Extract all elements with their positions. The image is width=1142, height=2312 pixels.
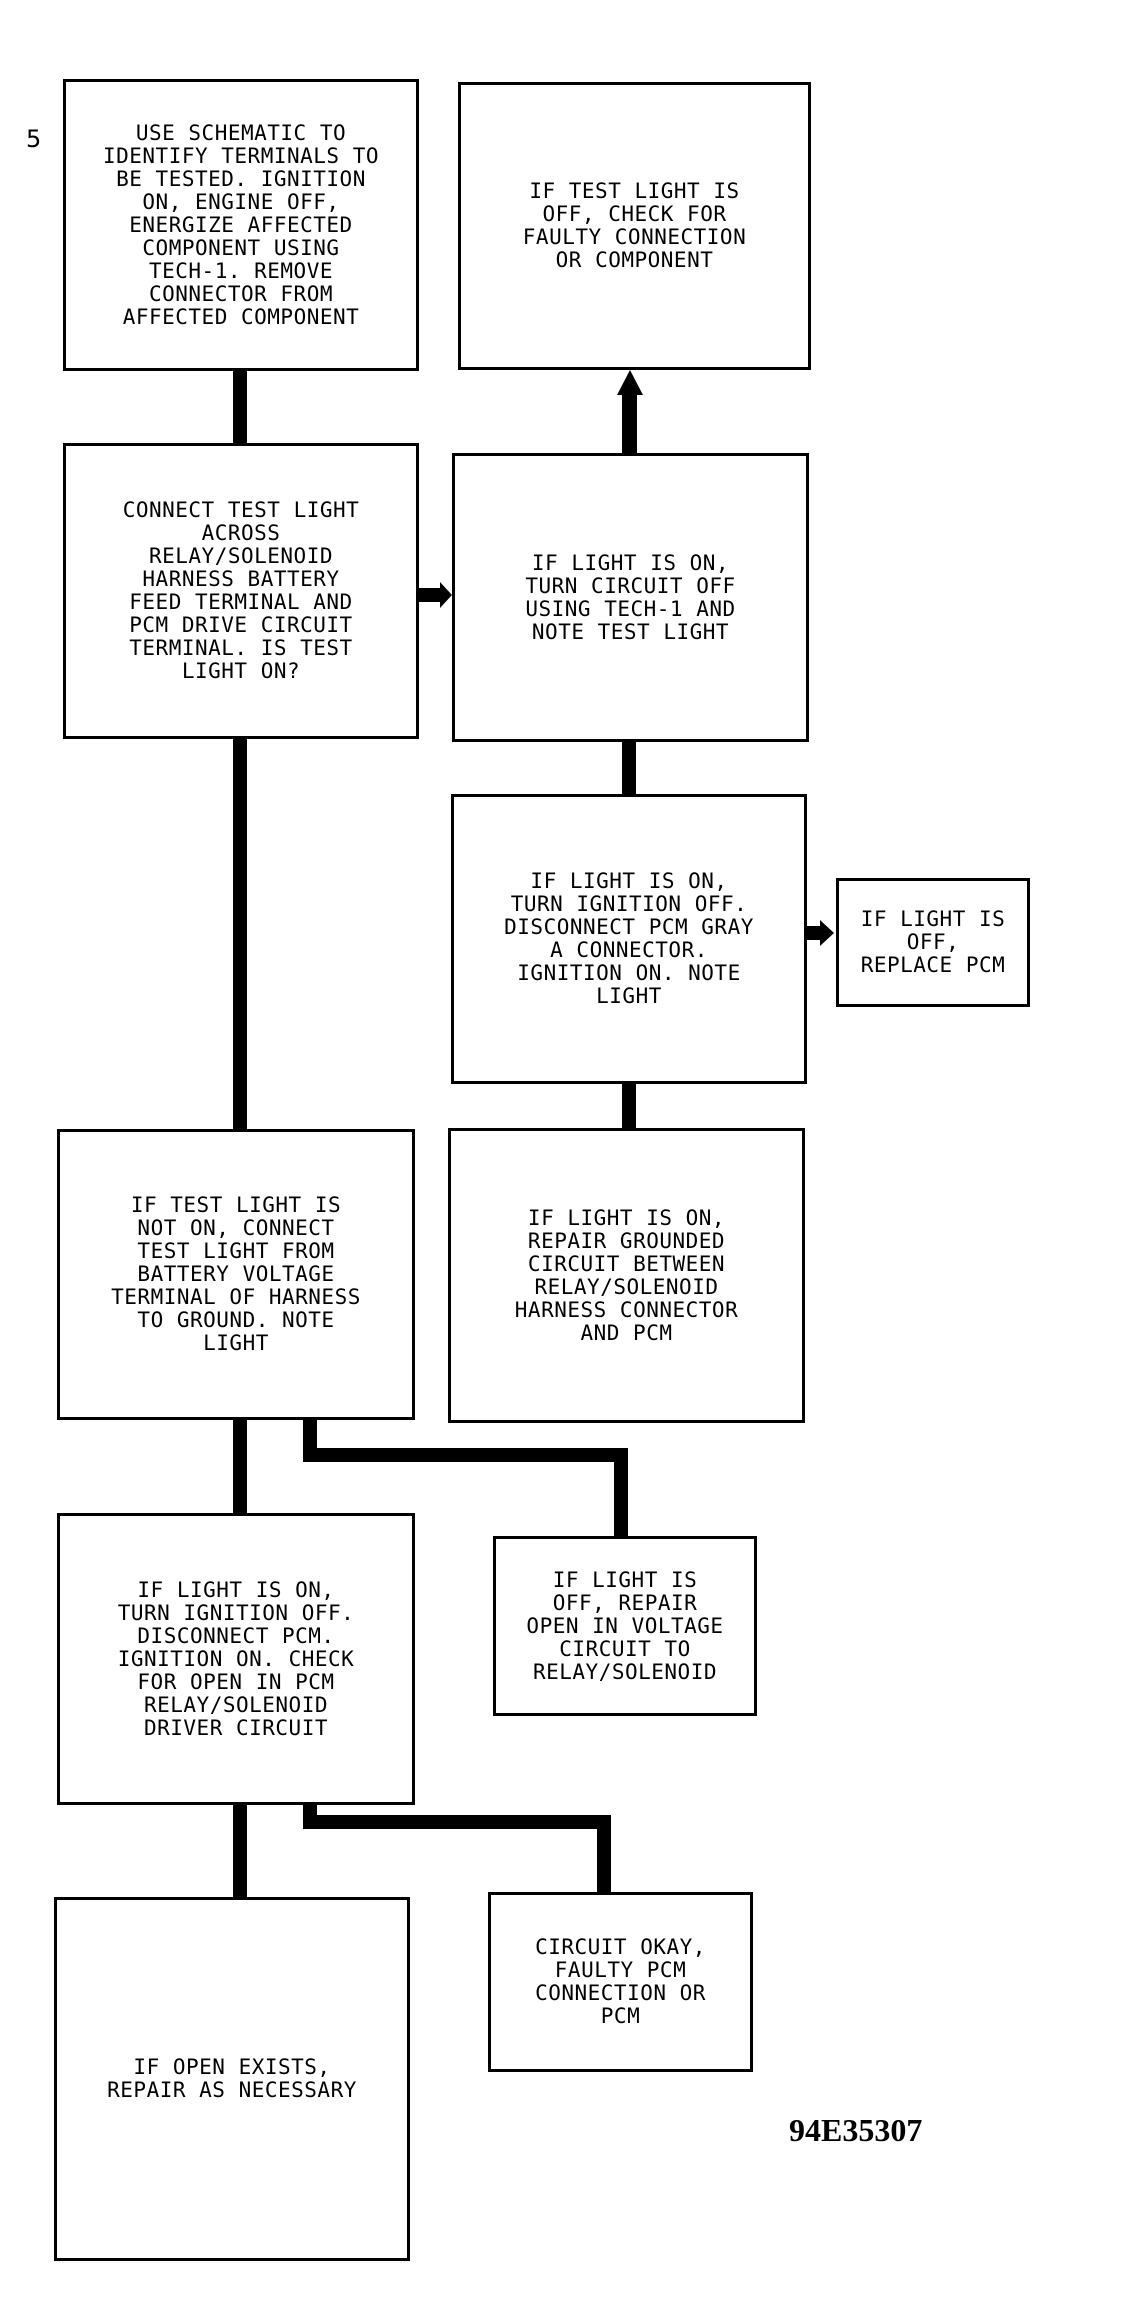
arrow-right-icon xyxy=(440,582,452,608)
step-box-disconnect-pcm: IF LIGHT IS ON, TURN IGNITION OFF. DISCO… xyxy=(57,1513,415,1805)
step-box-replace-pcm: IF LIGHT IS OFF, REPLACE PCM xyxy=(836,878,1030,1007)
connector-b4-b2 xyxy=(622,393,637,454)
connector-b8-b9 xyxy=(233,1420,247,1513)
step-box-text: IF TEST LIGHT IS NOT ON, CONNECT TEST LI… xyxy=(111,1193,361,1355)
step-box-text: IF LIGHT IS ON, TURN IGNITION OFF. DISCO… xyxy=(504,869,754,1008)
step-box-connect-test-light: CONNECT TEST LIGHT ACROSS RELAY/SOLENOID… xyxy=(63,443,419,739)
step-box-use-schematic: USE SCHEMATIC TO IDENTIFY TERMINALS TO B… xyxy=(63,79,419,371)
step-box-disconnect-gray-a: IF LIGHT IS ON, TURN IGNITION OFF. DISCO… xyxy=(451,794,807,1084)
connector-b9-b12-c xyxy=(597,1815,611,1892)
connector-b4-b5 xyxy=(622,742,636,794)
connector-b8-b10-b xyxy=(303,1448,628,1462)
connector-b3-b8 xyxy=(233,738,247,1129)
step-box-text: IF LIGHT IS ON, REPAIR GROUNDED CIRCUIT … xyxy=(514,1205,739,1345)
step-box-battery-voltage: IF TEST LIGHT IS NOT ON, CONNECT TEST LI… xyxy=(57,1129,415,1420)
step-box-text: CONNECT TEST LIGHT ACROSS RELAY/SOLENOID… xyxy=(122,498,360,683)
connector-b9-b12-b xyxy=(303,1815,611,1829)
arrow-up-icon xyxy=(617,370,643,395)
connector-b8-b10-c xyxy=(614,1448,628,1536)
step-box-circuit-okay: CIRCUIT OKAY, FAULTY PCM CONNECTION OR P… xyxy=(488,1892,753,2072)
connector-b3-b4 xyxy=(418,588,444,602)
step-box-text: IF LIGHT IS OFF, REPLACE PCM xyxy=(860,907,1006,977)
step-box-turn-circuit-off: IF LIGHT IS ON, TURN CIRCUIT OFF USING T… xyxy=(452,453,809,742)
step-box-repair-open-voltage: IF LIGHT IS OFF, REPAIR OPEN IN VOLTAGE … xyxy=(493,1536,757,1716)
step-box-text: IF LIGHT IS ON, TURN IGNITION OFF. DISCO… xyxy=(117,1577,355,1740)
step-box-repair-grounded: IF LIGHT IS ON, REPAIR GROUNDED CIRCUIT … xyxy=(448,1128,805,1423)
step-box-text: IF TEST LIGHT IS OFF, CHECK FOR FAULTY C… xyxy=(522,179,747,272)
arrow-right-icon xyxy=(820,920,834,946)
figure-id: 94E35307 xyxy=(789,2112,923,2148)
connector-b1-b3 xyxy=(233,371,247,443)
step-number: 5 xyxy=(26,125,42,153)
step-box-test-light-off: IF TEST LIGHT IS OFF, CHECK FOR FAULTY C… xyxy=(458,82,811,370)
step-box-text: CIRCUIT OKAY, FAULTY PCM CONNECTION OR P… xyxy=(535,1935,706,2028)
step-box-text: IF LIGHT IS ON, TURN CIRCUIT OFF USING T… xyxy=(525,550,736,644)
connector-b9-b11 xyxy=(233,1785,247,1897)
step-box-text: IF OPEN EXISTS, REPAIR AS NECESSARY xyxy=(107,2055,357,2102)
step-box-text: USE SCHEMATIC TO IDENTIFY TERMINALS TO B… xyxy=(102,120,379,329)
connector-b5-b7 xyxy=(622,1080,636,1128)
step-box-repair-as-necessary: IF OPEN EXISTS, REPAIR AS NECESSARY xyxy=(54,1897,410,2261)
step-box-text: IF LIGHT IS OFF, REPAIR OPEN IN VOLTAGE … xyxy=(526,1567,724,1684)
connector-b5-b6 xyxy=(806,926,824,940)
